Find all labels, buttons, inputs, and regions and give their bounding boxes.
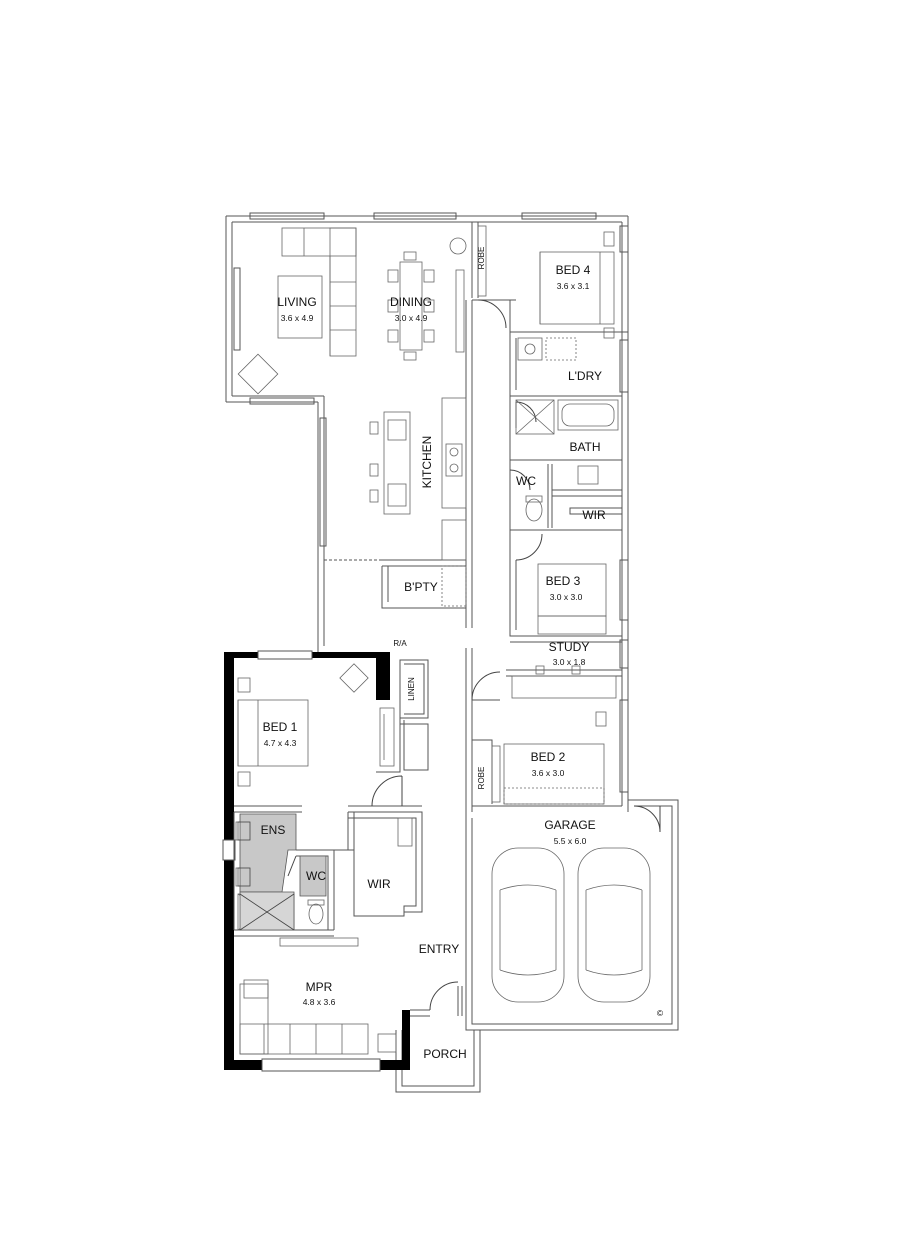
dining-label: DINING [390,295,432,309]
wir-master-label: WIR [367,877,391,891]
robe-top-label: ROBE [477,247,486,270]
living-dims: 3.6 x 4.9 [281,313,314,323]
copyright-mark: © [657,1008,664,1018]
kitchen-label: KITCHEN [420,436,434,489]
mpr-label: MPR [306,980,333,994]
bed2-label: BED 2 [531,750,566,764]
ens-label: ENS [261,823,286,837]
laundry-label: L'DRY [568,369,602,383]
study-dims: 3.0 x 1.8 [553,657,586,667]
master-windows [222,650,381,1072]
internal-walls [233,222,628,1017]
study-label: STUDY [549,640,590,654]
ra-label: R/A [393,639,407,648]
wc-ens-label: WC [306,869,326,883]
robe-bed2-label: ROBE [477,767,486,790]
bath-label: BATH [569,440,600,454]
bpty-label: B'PTY [404,580,438,594]
wc-label: WC [516,474,536,488]
wir-label: WIR [582,508,606,522]
bed1-dims: 4.7 x 4.3 [264,738,297,748]
bed4-dims: 3.6 x 3.1 [557,281,590,291]
porch-label: PORCH [423,1047,466,1061]
entry-label: ENTRY [419,942,459,956]
bed3-label: BED 3 [546,574,581,588]
garage-dims: 5.5 x 6.0 [554,836,587,846]
doors [287,299,661,1011]
linen-label: LINEN [407,677,416,701]
ensuite-fixtures [237,821,295,931]
bed1-label: BED 1 [263,720,298,734]
garage-label: GARAGE [544,818,595,832]
living-label: LIVING [277,295,316,309]
bed4-label: BED 4 [556,263,591,277]
furniture [235,225,651,1055]
mpr-dims: 4.8 x 3.6 [303,997,336,1007]
dining-dims: 3.0 x 4.9 [395,313,428,323]
ensuite-shading [239,813,327,931]
room-labels: LIVING 3.6 x 4.9 DINING 3.0 x 4.9 BED 4 … [261,247,664,1061]
windows [233,212,629,793]
bed2-dims: 3.6 x 3.0 [532,768,565,778]
outer-walls [225,215,679,1093]
bed3-dims: 3.0 x 3.0 [550,592,583,602]
